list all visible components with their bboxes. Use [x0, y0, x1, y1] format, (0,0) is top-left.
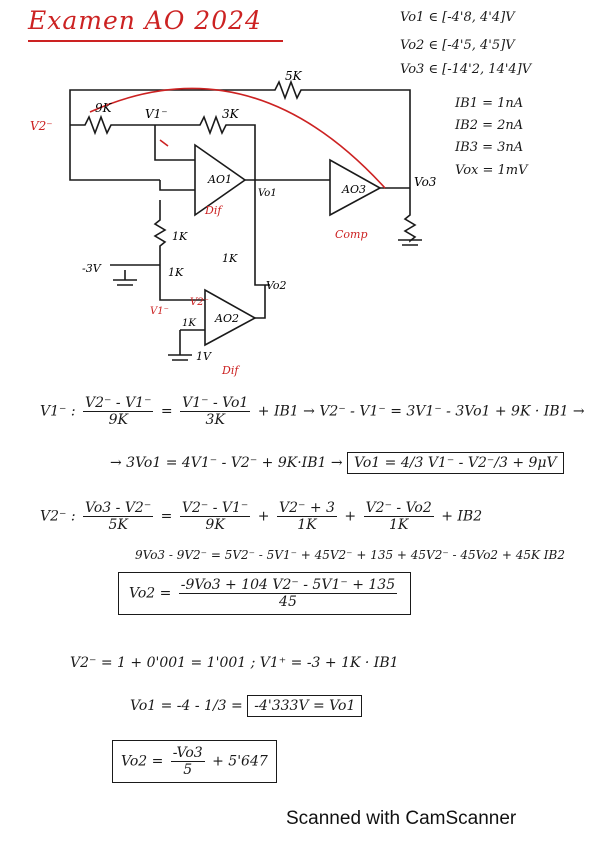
resistor-load — [403, 190, 417, 243]
current-ib3: IB3 = 3nA — [455, 140, 524, 155]
current-ib1: IB1 = 1nA — [455, 96, 524, 111]
title-underline — [28, 40, 283, 42]
offset-vox: Vox = 1mV — [455, 163, 528, 178]
label-comp: Comp — [335, 228, 368, 241]
eq2-text: → 3Vo1 = 4V1⁻ - V2⁻ + 9K·IB1 → — [110, 455, 343, 471]
ao1-triangle — [194, 143, 247, 217]
label-9k: 9K — [95, 101, 113, 115]
range-vo3: Vo3 ∈ [-14'2, 14'4]V — [400, 62, 532, 77]
range-vo1: Vo1 ∈ [-4'8, 4'4]V — [400, 10, 515, 25]
wire-5k — [69, 79, 411, 190]
ao2-triangle — [204, 288, 257, 347]
label-vo1: Vo1 — [258, 188, 277, 199]
label-vo2: Vo2 — [266, 279, 287, 292]
label-dif2: Dif — [221, 364, 240, 377]
label-neg3v: -3V — [82, 262, 102, 275]
circuit-diagram: 5K 9K V1⁻ 3K V2⁻ AO1 Vo1 AO3 Vo3 Comp Di… — [30, 69, 437, 377]
page-title: Examen AO 2024 — [28, 6, 262, 35]
eq-4: 9Vo3 - 9V2⁻ = 5V2⁻ - 5V1⁻ + 45V2⁻ + 135 … — [135, 548, 565, 562]
label-v2-minus: V2⁻ — [190, 297, 209, 308]
label-1k-b: 1K — [168, 266, 184, 279]
eq1-frac-a: V2⁻ - V1⁻9K — [83, 395, 154, 428]
eq-3: V2⁻ : Vo3 - V2⁻5K = V2⁻ - V1⁻9K + V2⁻ + … — [40, 500, 483, 533]
ao3-triangle — [329, 158, 382, 217]
label-1k-a: 1K — [172, 230, 188, 243]
wire-v1-ao1 — [154, 125, 195, 161]
resistor-1k-a — [153, 200, 167, 270]
range-vo2: Vo2 ∈ [-4'5, 4'5]V — [400, 38, 515, 53]
label-1k-d: 1K — [182, 318, 196, 329]
scanner-watermark: Scanned with CamScanner — [286, 808, 517, 829]
current-ib2: IB2 = 2nA — [455, 118, 524, 133]
label-v2: V2⁻ — [30, 119, 53, 133]
eq-7: Vo1 = -4 - 1/3 = -4'333V = Vo1 — [130, 695, 363, 717]
label-5k: 5K — [285, 69, 303, 83]
label-ao1: AO1 — [207, 173, 232, 186]
eq2-result-box: Vo1 = 4/3 V1⁻ - V2⁻/3 + 9μV — [347, 452, 564, 474]
eq-2: → 3Vo1 = 4V1⁻ - V2⁻ + 9K·IB1 → Vo1 = 4/3… — [110, 452, 564, 474]
resistor-9k — [70, 114, 155, 136]
label-vo3: Vo3 — [414, 175, 437, 189]
label-1k-c: 1K — [222, 252, 238, 265]
resistor-3k — [155, 114, 256, 180]
eq-6: V2⁻ = 1 + 0'001 = 1'001 ; V1⁺ = -3 + 1K … — [70, 655, 399, 671]
eq3-label: V2⁻ : — [40, 508, 76, 525]
label-dif1: Dif — [204, 204, 223, 217]
label-3k: 3K — [222, 107, 240, 121]
label-v1: V1⁻ — [145, 107, 168, 121]
label-v1-minus: V1⁻ — [150, 306, 169, 317]
eq7-result-box: -4'333V = Vo1 — [247, 695, 363, 717]
label-1v: 1V — [196, 350, 212, 363]
feedback-arc — [89, 87, 386, 189]
label-ao3: AO3 — [341, 183, 366, 196]
eq1-label: V1⁻ : — [40, 403, 76, 420]
label-ao2: AO2 — [214, 312, 239, 325]
eq1-rest: + IB1 → V2⁻ - V1⁻ = 3V1⁻ - 3Vo1 + 9K · I… — [257, 403, 585, 420]
